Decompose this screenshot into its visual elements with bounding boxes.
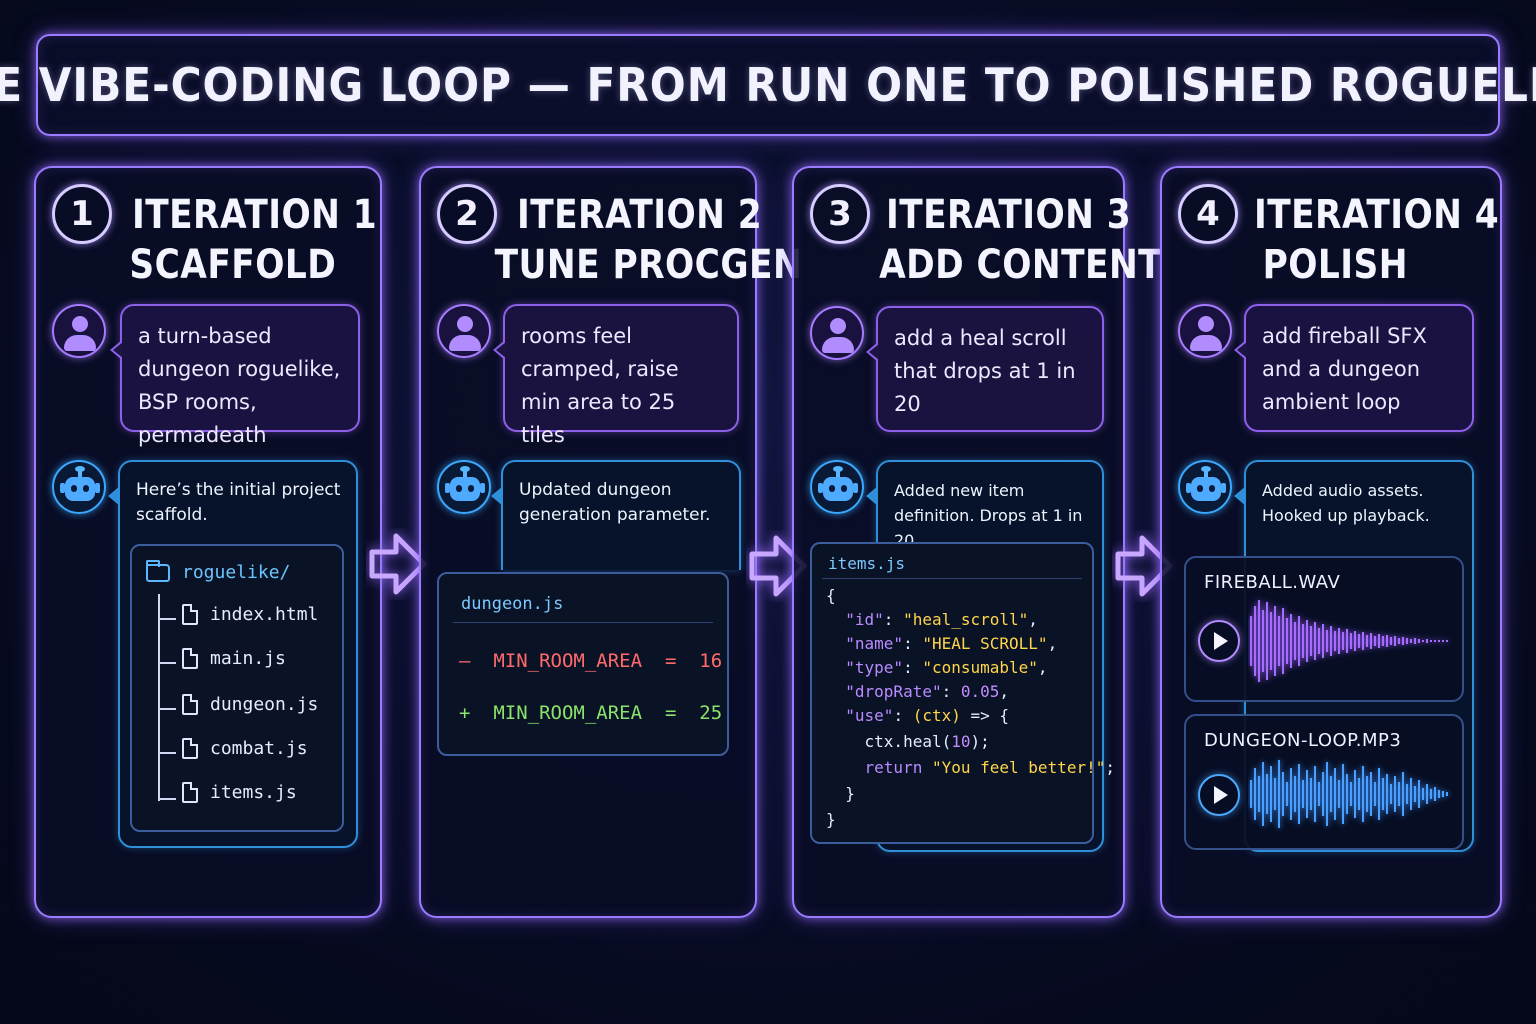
bot-reply-text: Updated dungeon generation parameter. bbox=[519, 480, 711, 525]
iteration-4-panel: 4 ITERATION 4 POLISH add fireball SFX an… bbox=[1160, 166, 1502, 918]
bot-reply-bubble: Updated dungeon generation parameter. bbox=[491, 460, 741, 570]
waveform-fireball bbox=[1250, 600, 1448, 682]
arrow-right-icon bbox=[1115, 535, 1173, 597]
iteration-2-title-line1: ITERATION 2 bbox=[517, 192, 763, 238]
file-name: main.js bbox=[210, 648, 286, 669]
file-tree: roguelike/ index.html main.js dungeon.js… bbox=[130, 544, 344, 832]
folder-name: roguelike/ bbox=[182, 562, 291, 583]
file-row[interactable]: dungeon.js bbox=[182, 694, 318, 715]
file-icon bbox=[182, 738, 198, 759]
file-row[interactable]: index.html bbox=[182, 604, 318, 625]
code-box: items.js { "id": "heal_scroll", "name": … bbox=[810, 542, 1115, 844]
iteration-4-title-line1: ITERATION 4 bbox=[1254, 192, 1500, 238]
iteration-2-title-line2: TUNE PROCGEN bbox=[494, 242, 803, 288]
title-banner: THE VIBE-CODING LOOP — FROM RUN ONE TO P… bbox=[0, 34, 1536, 136]
file-row[interactable]: items.js bbox=[182, 782, 297, 803]
tree-line bbox=[158, 594, 160, 801]
file-icon bbox=[182, 694, 198, 715]
waveform-dungeon-loop bbox=[1250, 760, 1448, 828]
audio-file-name: FIREBALL.WAV bbox=[1204, 572, 1341, 593]
file-icon bbox=[182, 604, 198, 625]
code-line: { bbox=[826, 586, 836, 605]
iteration-2-title: ITERATION 2 TUNE PROCGEN bbox=[495, 190, 802, 290]
play-button[interactable] bbox=[1198, 774, 1240, 816]
arrow-right-icon bbox=[369, 533, 427, 595]
bot-reply-text: Added audio assets. Hooked up playback. bbox=[1262, 481, 1430, 525]
iteration-1-title: ITERATION 1 SCAFFOLD bbox=[129, 190, 378, 290]
code-line: "type": "consumable", bbox=[845, 658, 1048, 677]
bot-avatar-icon bbox=[52, 460, 106, 514]
file-name: index.html bbox=[210, 604, 319, 625]
step-number-3: 3 bbox=[810, 184, 870, 244]
folder-icon bbox=[146, 559, 170, 582]
user-prompt-text: a turn-based dungeon roguelike, BSP room… bbox=[138, 324, 341, 447]
step-number-2: 2 bbox=[437, 184, 497, 244]
diff-filename: dungeon.js bbox=[461, 594, 564, 614]
code-line: "id": "heal_scroll", bbox=[845, 610, 1038, 629]
user-prompt-text: rooms feel cramped, raise min area to 25… bbox=[521, 324, 679, 447]
file-icon bbox=[182, 648, 198, 669]
user-avatar-icon bbox=[1178, 304, 1232, 358]
step-number-4: 4 bbox=[1178, 184, 1238, 244]
code-line: "dropRate": 0.05, bbox=[845, 682, 1010, 701]
iteration-3-title: ITERATION 3 ADD CONTENT bbox=[879, 190, 1162, 290]
iteration-4-title: ITERATION 4 POLISH bbox=[1254, 190, 1499, 290]
bot-reply-bubble: Here’s the initial project scaffold. rog… bbox=[108, 460, 358, 848]
code-line: "name": "HEAL SCROLL", bbox=[845, 634, 1058, 653]
arrow-right-icon bbox=[749, 535, 807, 597]
user-prompt-bubble: add a heal scroll that drops at 1 in 20 bbox=[866, 306, 1104, 432]
code-line: return "You feel better!"; bbox=[864, 758, 1115, 777]
file-icon bbox=[182, 782, 198, 803]
iteration-4-title-line2: POLISH bbox=[1262, 242, 1408, 288]
iteration-3-title-line1: ITERATION 3 bbox=[886, 192, 1132, 238]
audio-file-name: DUNGEON-LOOP.MP3 bbox=[1204, 730, 1402, 751]
file-row[interactable]: combat.js bbox=[182, 738, 308, 759]
diff-removed-line: – MIN_ROOM_AREA = 16 bbox=[459, 650, 723, 672]
iteration-3-title-line2: ADD CONTENT bbox=[879, 242, 1163, 288]
code-line: "use": (ctx) => { bbox=[845, 706, 1010, 725]
page-title: THE VIBE-CODING LOOP — FROM RUN ONE TO P… bbox=[0, 58, 1536, 112]
play-button[interactable] bbox=[1198, 620, 1240, 662]
file-name: combat.js bbox=[210, 738, 308, 759]
diff-box: dungeon.js – MIN_ROOM_AREA = 16 + MIN_RO… bbox=[437, 572, 729, 756]
bot-reply-text: Here’s the initial project scaffold. bbox=[136, 480, 341, 525]
bot-avatar-icon bbox=[1178, 460, 1232, 514]
user-prompt-bubble: add fireball SFX and a dungeon ambient l… bbox=[1234, 304, 1474, 432]
code-line: } bbox=[826, 810, 836, 829]
file-name: dungeon.js bbox=[210, 694, 319, 715]
user-avatar-icon bbox=[810, 306, 864, 360]
bot-avatar-icon bbox=[810, 460, 864, 514]
user-avatar-icon bbox=[437, 304, 491, 358]
diff-added-line: + MIN_ROOM_AREA = 25 bbox=[459, 702, 723, 724]
user-prompt-bubble: a turn-based dungeon roguelike, BSP room… bbox=[110, 304, 360, 447]
user-prompt-text: add a heal scroll that drops at 1 in 20 bbox=[894, 326, 1076, 416]
iteration-1-title-line2: SCAFFOLD bbox=[129, 242, 337, 288]
file-row[interactable]: main.js bbox=[182, 648, 286, 669]
user-avatar-icon bbox=[52, 304, 106, 358]
file-name: items.js bbox=[210, 782, 297, 803]
code-line: } bbox=[845, 784, 855, 803]
audio-card-fireball: FIREBALL.WAV bbox=[1184, 556, 1464, 702]
code-line: ctx.heal(10); bbox=[864, 732, 990, 751]
code-filename: items.js bbox=[828, 554, 906, 573]
iteration-2-panel: 2 ITERATION 2 TUNE PROCGEN rooms feel cr… bbox=[419, 166, 802, 918]
iteration-1-title-line1: ITERATION 1 bbox=[132, 192, 378, 238]
bot-avatar-icon bbox=[437, 460, 491, 514]
iteration-1-panel: 1 ITERATION 1 SCAFFOLD a turn-based dung… bbox=[34, 166, 382, 918]
iteration-3-panel: 3 ITERATION 3 ADD CONTENT add a heal scr… bbox=[792, 166, 1162, 918]
step-number-1: 1 bbox=[52, 184, 112, 244]
audio-card-dungeon-loop: DUNGEON-LOOP.MP3 bbox=[1184, 714, 1464, 850]
folder-row[interactable]: roguelike/ bbox=[146, 559, 291, 583]
user-prompt-text: add fireball SFX and a dungeon ambient l… bbox=[1262, 324, 1427, 414]
user-prompt-bubble: rooms feel cramped, raise min area to 25… bbox=[493, 304, 739, 447]
